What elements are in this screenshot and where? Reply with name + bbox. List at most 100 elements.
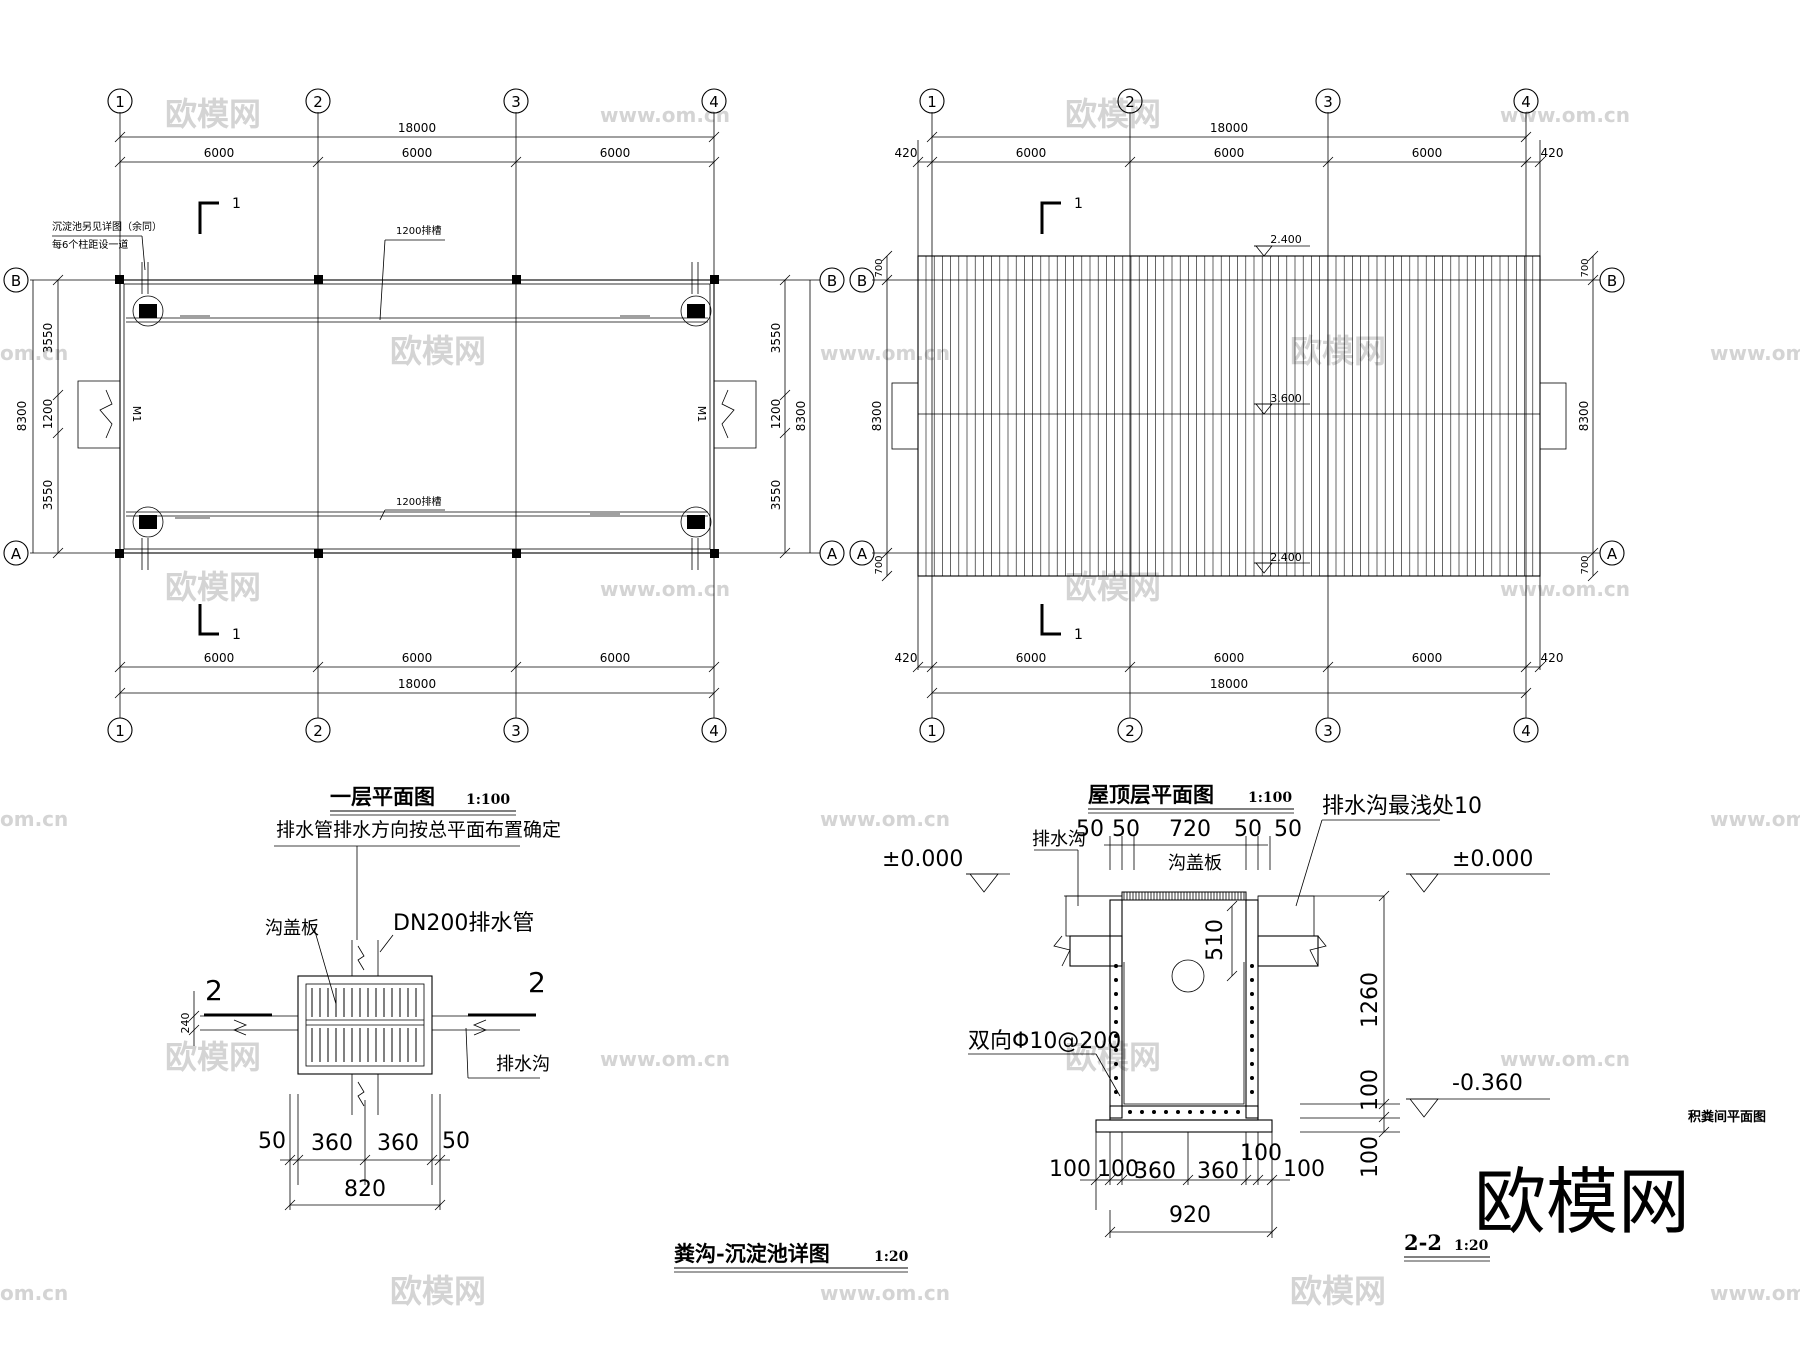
cover-grate-bars [311, 988, 417, 1062]
rebar-dot [1140, 1110, 1144, 1114]
watermark-url: www.om.cn [1500, 577, 1630, 601]
rebar-dot [1250, 964, 1254, 968]
axis-label: 2 [313, 722, 323, 740]
watermark-logo: 欧模网 [1065, 568, 1161, 606]
dimension-edge: 420 [1541, 651, 1564, 665]
axis-label: 4 [709, 722, 719, 740]
rebar-dot [1250, 1062, 1254, 1066]
section-mark-label: 1 [232, 627, 241, 643]
axis-label: B [827, 272, 837, 290]
axis-label: B [1607, 272, 1617, 290]
rebar-dot [1176, 1110, 1180, 1114]
cover-label: 沟盖板 [1168, 853, 1222, 874]
watermark-logo: 欧模网 [1290, 1272, 1386, 1310]
axis-label: 2 [1125, 93, 1135, 111]
dimension-bay: 6000 [600, 146, 631, 160]
rebar-dot [1164, 1110, 1168, 1114]
dimension-height: 3550 [769, 480, 783, 511]
plan1-bottom-dimensions: 6000 6000 6000 18000 [114, 651, 720, 699]
rebar-dot [1152, 1110, 1156, 1114]
gutter-label: 1200排槽 [396, 224, 441, 237]
drawing-title: 粪沟-沉淀池详图 [674, 1241, 830, 1266]
axis-label: A [1607, 545, 1618, 563]
plan2-top-dimensions: 18000 420 6000 6000 6000 420 [895, 121, 1564, 258]
dimension-side: 700 [1580, 555, 1591, 574]
roof-plan: 1 2 3 4 1 2 3 4 B A B A 18000 420 6000 6… [849, 88, 1625, 814]
dimension-height: 3550 [41, 480, 55, 511]
plan1-right-dimensions: 3550 1200 3550 8300 [769, 274, 811, 559]
watermark-url: www.om.cn [600, 577, 730, 601]
dimension-total: 18000 [1210, 677, 1248, 691]
min-depth-note: 排水沟最浅处10 [1322, 794, 1482, 819]
axis-label: B [857, 272, 867, 290]
watermark-logo: 欧模网 [390, 332, 486, 370]
plan2-axis-bubbles: 1 2 3 4 1 2 3 4 B A B A [849, 88, 1625, 743]
drawing-title: 2-2 [1404, 1230, 1442, 1255]
plan2-section-marks: 1 1 [1040, 196, 1083, 643]
roof-ribs [925, 256, 1534, 576]
rebar-dot [1114, 1062, 1118, 1066]
dimension-height: 1200 [41, 399, 55, 430]
dimension: 50 [1234, 817, 1262, 842]
axis-label: 4 [1521, 722, 1531, 740]
axis-label: 1 [927, 722, 937, 740]
dimension: 100 [1097, 1157, 1139, 1182]
plan1-title: 一层平面图 1:100 [330, 784, 516, 816]
drawing-title: 屋顶层平面图 [1088, 782, 1214, 807]
section-cut-label: 2 [528, 966, 546, 999]
axis-label: 4 [1521, 93, 1531, 111]
rebar-dot [1114, 1076, 1118, 1080]
dimension-240: 240 [179, 1013, 192, 1034]
rebar-dot [1114, 1048, 1118, 1052]
plan1-notes: 沉淀池另见详图（余同） 每6个柱距设一道 1200排槽 1200排槽 [52, 220, 445, 521]
drain-direction-note: 排水管排水方向按总平面布置确定 [276, 819, 561, 841]
drawing-scale: 1:100 [1248, 790, 1292, 806]
axis-label: A [857, 545, 868, 563]
rebar-dot [1236, 1110, 1240, 1114]
rebar-dot [1128, 1110, 1132, 1114]
dimension-bay: 6000 [402, 651, 433, 665]
dimension-bay: 6000 [204, 651, 235, 665]
dimension: 50 [258, 1129, 286, 1154]
dimension-side: 700 [1580, 258, 1591, 277]
dimension-height-total: 8300 [1577, 401, 1591, 432]
logo-text: 欧模网 [1474, 1160, 1690, 1244]
dimension-bay: 6000 [1412, 146, 1443, 160]
section-2-2-detail: 50 50 720 50 50 排水沟最浅处10 排水沟 沟盖板 ±0.000 … [882, 794, 1550, 1262]
watermarks: 欧模网 www.om.cn 欧模网 www.om.cn om.cn 欧模网 ww… [0, 95, 1800, 1310]
watermark-url: www.om.cn [1710, 1281, 1800, 1305]
dimension-total: 920 [1169, 1203, 1211, 1228]
rebar-dot [1250, 1048, 1254, 1052]
rebar-dot [1114, 978, 1118, 982]
rebar-dot [1250, 1020, 1254, 1024]
dimension-edge: 420 [1541, 146, 1564, 160]
cover-label: 沟盖板 [265, 918, 319, 939]
elevation-mid: 3.600 [1270, 392, 1302, 405]
dimension: 360 [311, 1131, 353, 1156]
watermark-logo: 欧模网 [165, 568, 261, 606]
dimension-bay: 6000 [402, 146, 433, 160]
section-mark-label: 1 [1074, 627, 1083, 643]
rebar-dot [1114, 964, 1118, 968]
elevation-right: ±0.000 [1452, 847, 1533, 872]
rebar-dot [1250, 1006, 1254, 1010]
dimension: 360 [377, 1131, 419, 1156]
plan2-title: 屋顶层平面图 1:100 [1088, 782, 1294, 814]
elevation-bottom: -0.360 [1452, 1071, 1523, 1096]
dimension: 360 [1134, 1159, 1176, 1184]
elevation-left: ±0.000 [882, 847, 963, 872]
rebar-dot [1200, 1110, 1204, 1114]
plan1-section-marks: 1 1 [198, 196, 241, 643]
drawing-title: 一层平面图 [330, 784, 435, 809]
note-spacing: 每6个柱距设一道 [52, 238, 128, 251]
section-mark-label: 1 [232, 196, 241, 212]
dimension: 50 [1274, 817, 1302, 842]
watermark-url: www.om.cn [820, 341, 950, 365]
watermark-logo: 欧模网 [165, 1038, 261, 1076]
dimension: 100 [1240, 1141, 1282, 1166]
dimension-bay: 6000 [1214, 651, 1245, 665]
watermark-url: www.om.cn [820, 807, 950, 831]
cover-plate-hatch [1123, 892, 1245, 900]
